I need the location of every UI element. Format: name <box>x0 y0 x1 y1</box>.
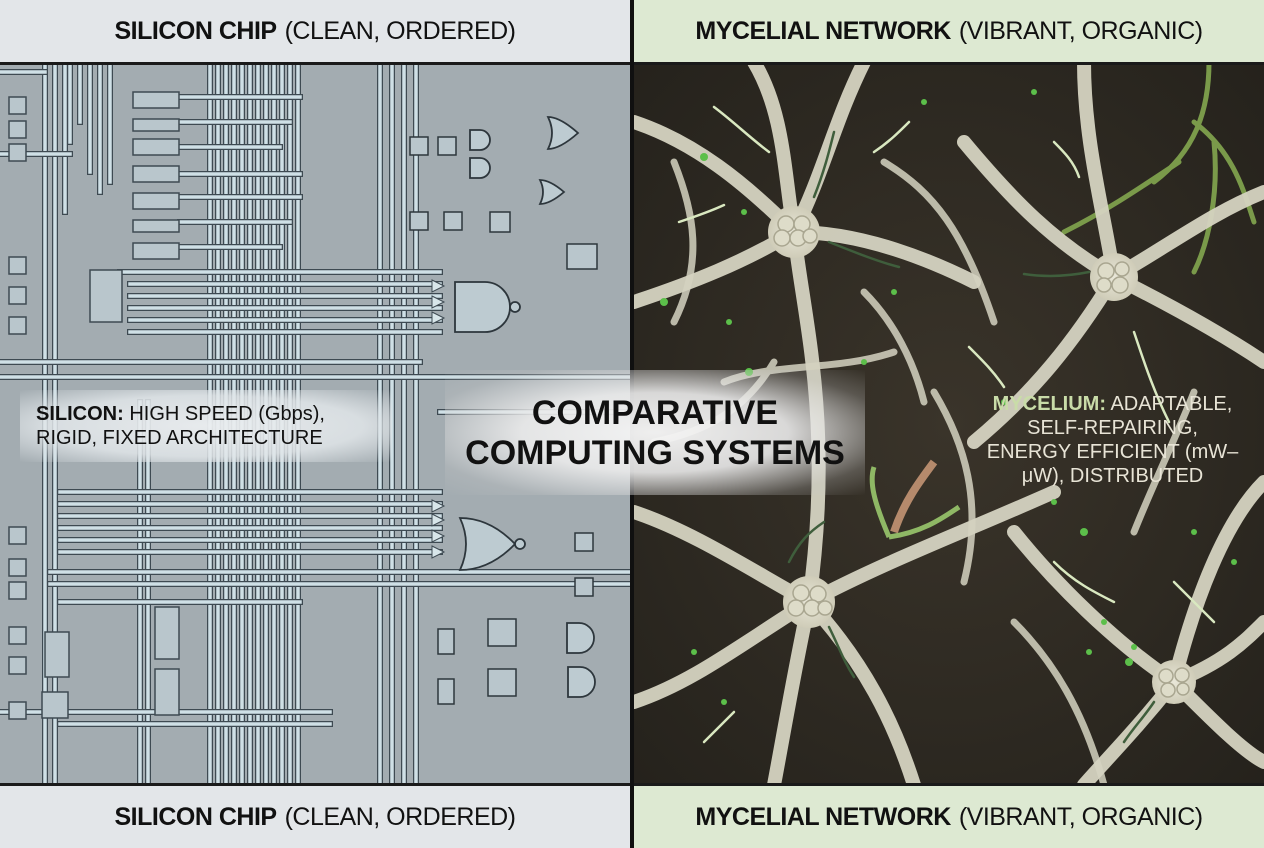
center-title-line1: COMPARATIVE <box>531 393 779 432</box>
green-root <box>1061 62 1257 275</box>
logic-cells <box>409 136 598 705</box>
mycelium-caption-line2: SELF-REPAIRING, <box>1027 417 1198 439</box>
mycelium-caption-line4: μW), DISTRIBUTED <box>1021 465 1204 487</box>
signal-arrows <box>431 279 446 559</box>
silicon-footer-bold: SILICON CHIP <box>114 802 278 831</box>
silicon-header-bold: SILICON CHIP <box>114 16 278 45</box>
mycelium-footer-rest: (VIBRANT, ORGANIC) <box>958 802 1203 831</box>
mycelium-header: MYCELIAL NETWORK (VIBRANT, ORGANIC) <box>634 0 1264 65</box>
center-title-line2: COMPUTING SYSTEMS <box>465 433 845 472</box>
nutrient-flow-arrows <box>677 105 1216 744</box>
mycelium-caption-line3: ENERGY EFFICIENT (mW– <box>986 441 1239 463</box>
register-blocks <box>41 91 180 719</box>
self-repair-branch <box>869 459 961 540</box>
mycelium-caption-label: MYCELIUM: <box>992 393 1106 415</box>
mycelium-footer: MYCELIAL NETWORK (VIBRANT, ORGANIC) <box>634 783 1264 848</box>
mycelium-illustration <box>634 62 1264 785</box>
mycelium-header-bold: MYCELIAL NETWORK <box>695 16 951 45</box>
silicon-footer-rest: (CLEAN, ORDERED) <box>284 802 516 831</box>
silicon-caption-line1: HIGH SPEED (Gbps), <box>129 403 325 425</box>
silicon-header: SILICON CHIP (CLEAN, ORDERED) <box>0 0 630 65</box>
silicon-caption-line2: RIGID, FIXED ARCHITECTURE <box>36 427 323 449</box>
mycelium-caption: MYCELIUM: ADAPTABLE, SELF-REPAIRING, ENE… <box>975 392 1250 488</box>
hyphal-nodes <box>768 206 1196 704</box>
silicon-footer: SILICON CHIP (CLEAN, ORDERED) <box>0 783 630 848</box>
silicon-caption-label: SILICON: <box>36 403 124 425</box>
silicon-caption: SILICON: HIGH SPEED (Gbps), RIGID, FIXED… <box>20 390 392 462</box>
mycelium-caption-line1: ADAPTABLE, <box>1110 393 1233 415</box>
mycelium-header-rest: (VIBRANT, ORGANIC) <box>958 16 1203 45</box>
mycelium-footer-bold: MYCELIAL NETWORK <box>695 802 951 831</box>
io-pads <box>8 96 27 720</box>
center-title: COMPARATIVE COMPUTING SYSTEMS <box>445 370 865 495</box>
spores <box>660 89 1237 705</box>
logic-gates <box>454 116 596 698</box>
silicon-header-rest: (CLEAN, ORDERED) <box>284 16 516 45</box>
